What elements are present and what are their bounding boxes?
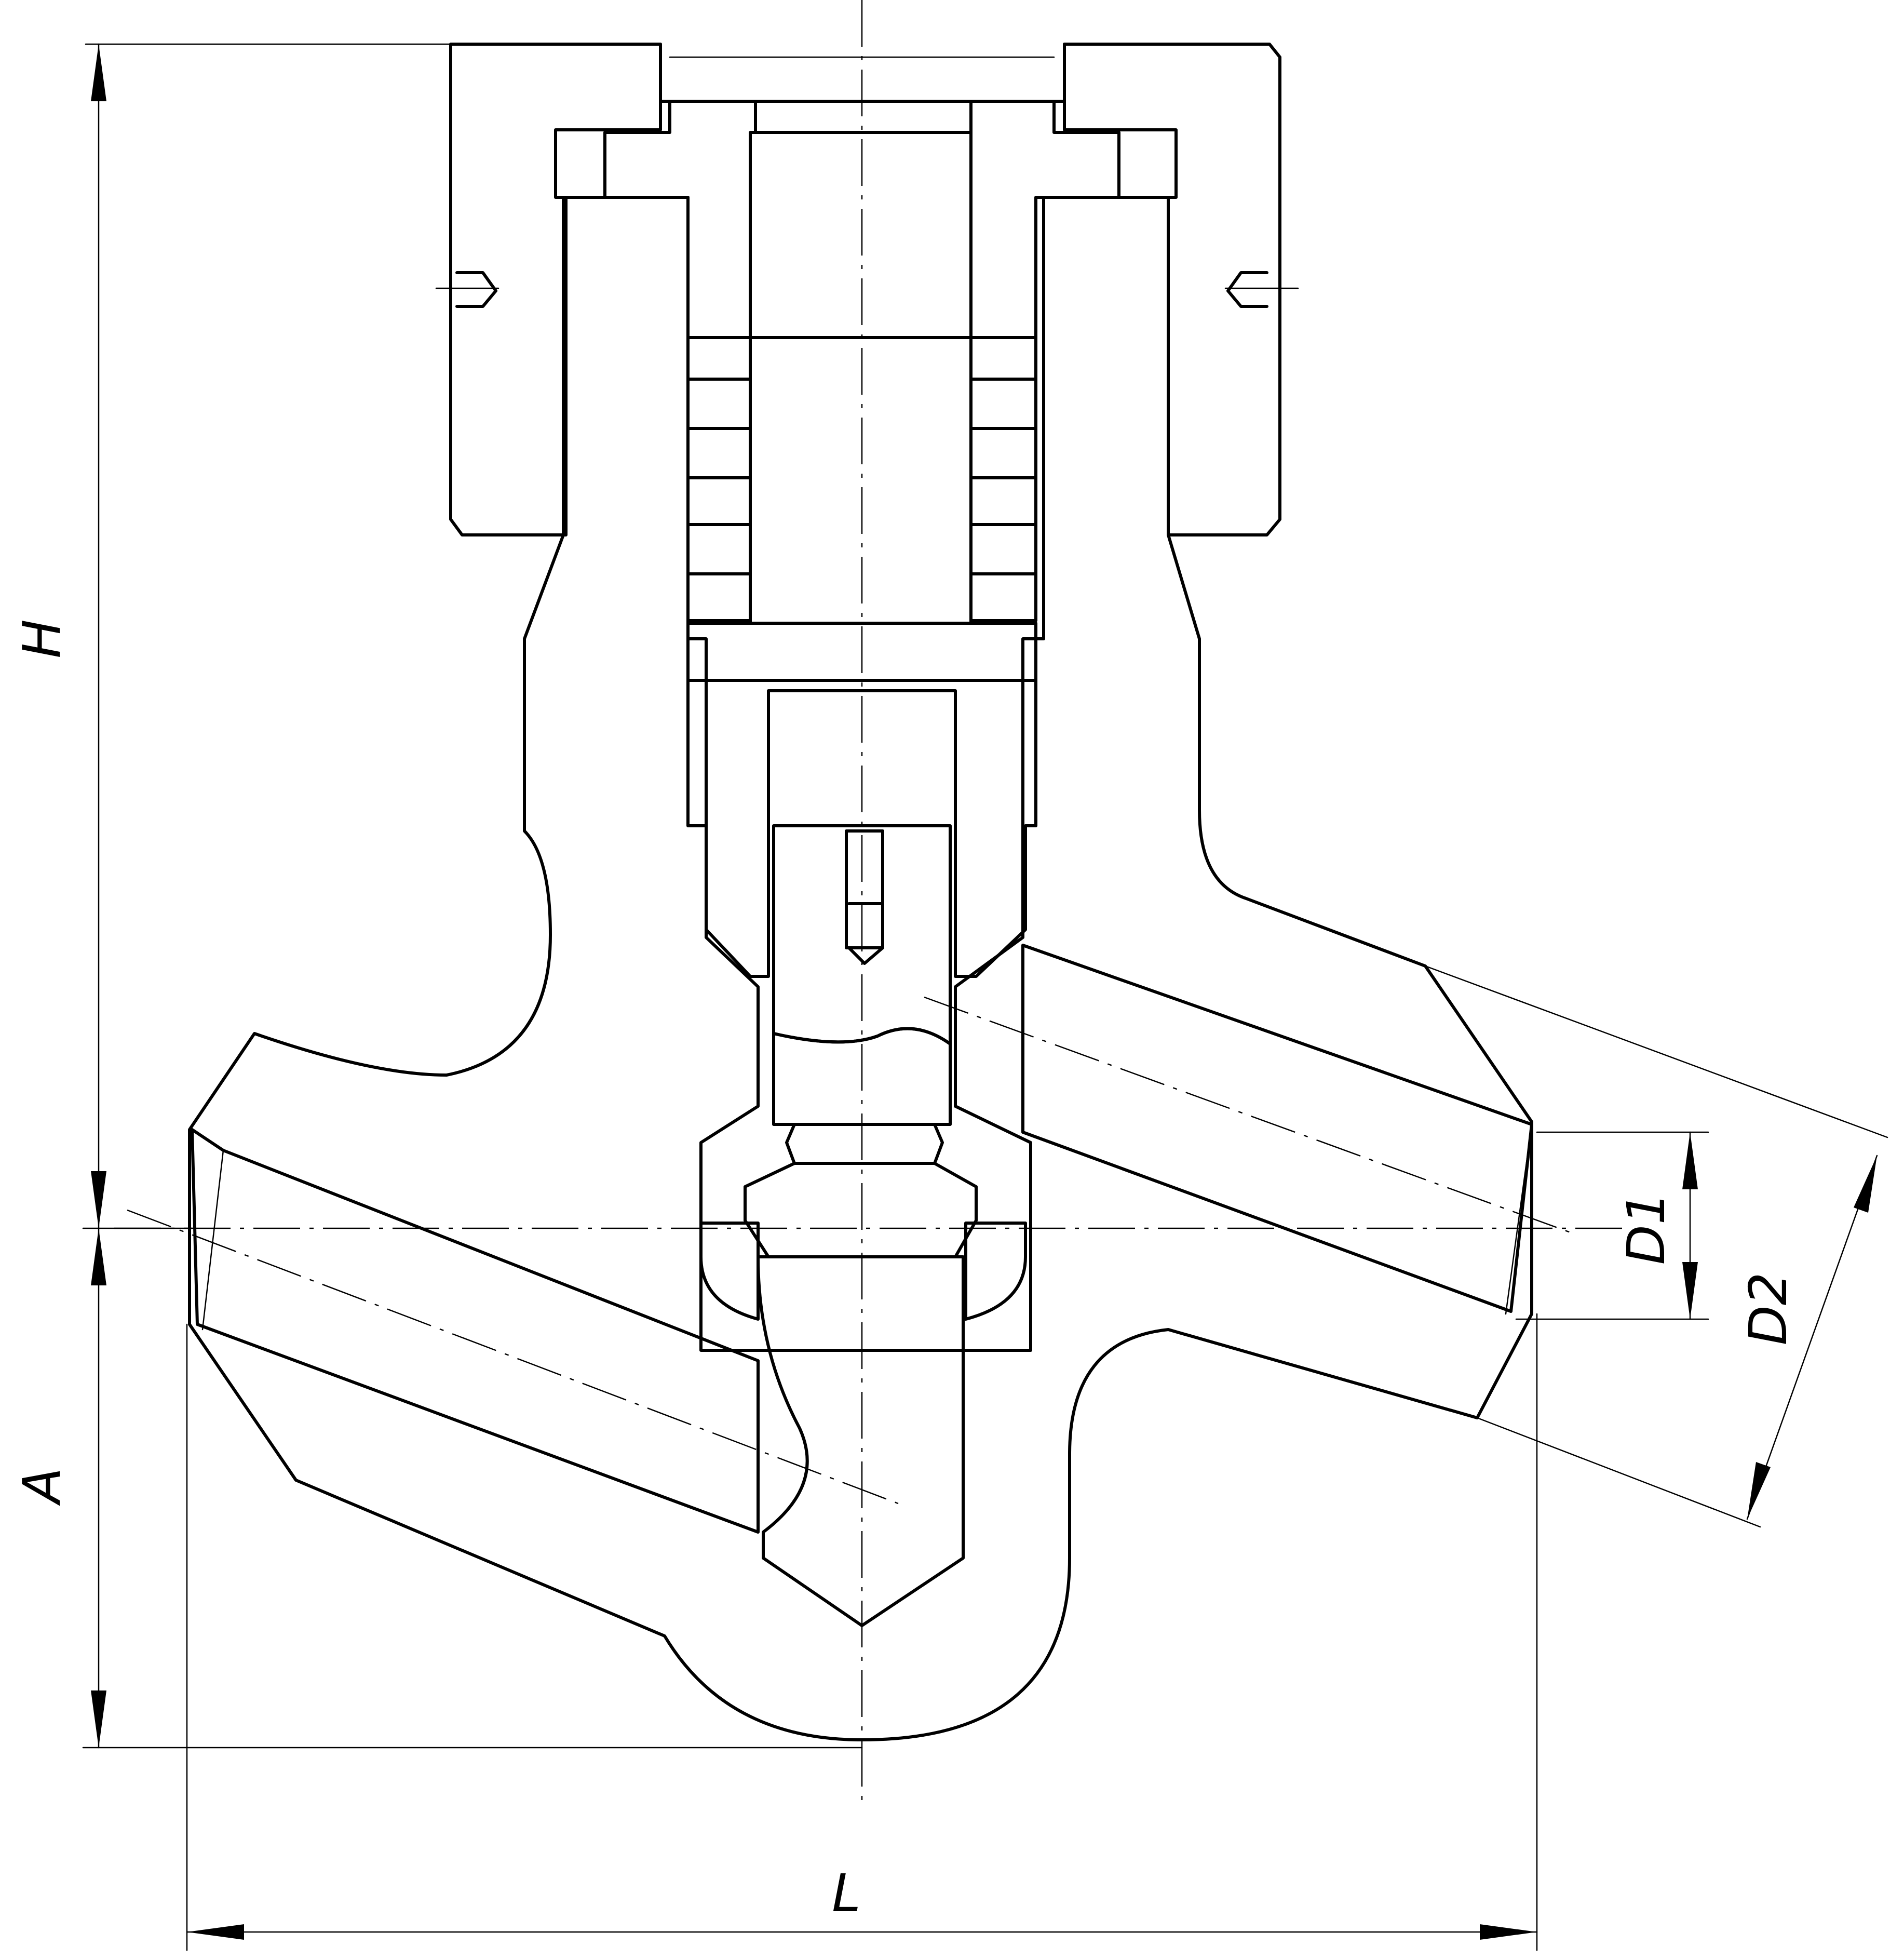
valve-plug	[744, 824, 978, 1627]
seat-ring	[699, 1222, 1027, 1321]
inlet-bore	[191, 1128, 760, 1534]
dimension-label-d2: D2	[1738, 1272, 1799, 1346]
bonnet-nut	[435, 43, 1299, 536]
dimension-label-l: L	[832, 1863, 861, 1924]
dimension-lines	[82, 43, 1888, 1951]
guide-sleeve	[686, 679, 1037, 978]
valve-body	[188, 196, 1533, 1741]
dimension-label-h: H	[11, 619, 72, 658]
center-lines	[114, 0, 1625, 1802]
dimension-label-a: A	[11, 1468, 72, 1506]
dimension-label-d1: D1	[1616, 1192, 1677, 1265]
outlet-bore	[1021, 944, 1533, 1315]
